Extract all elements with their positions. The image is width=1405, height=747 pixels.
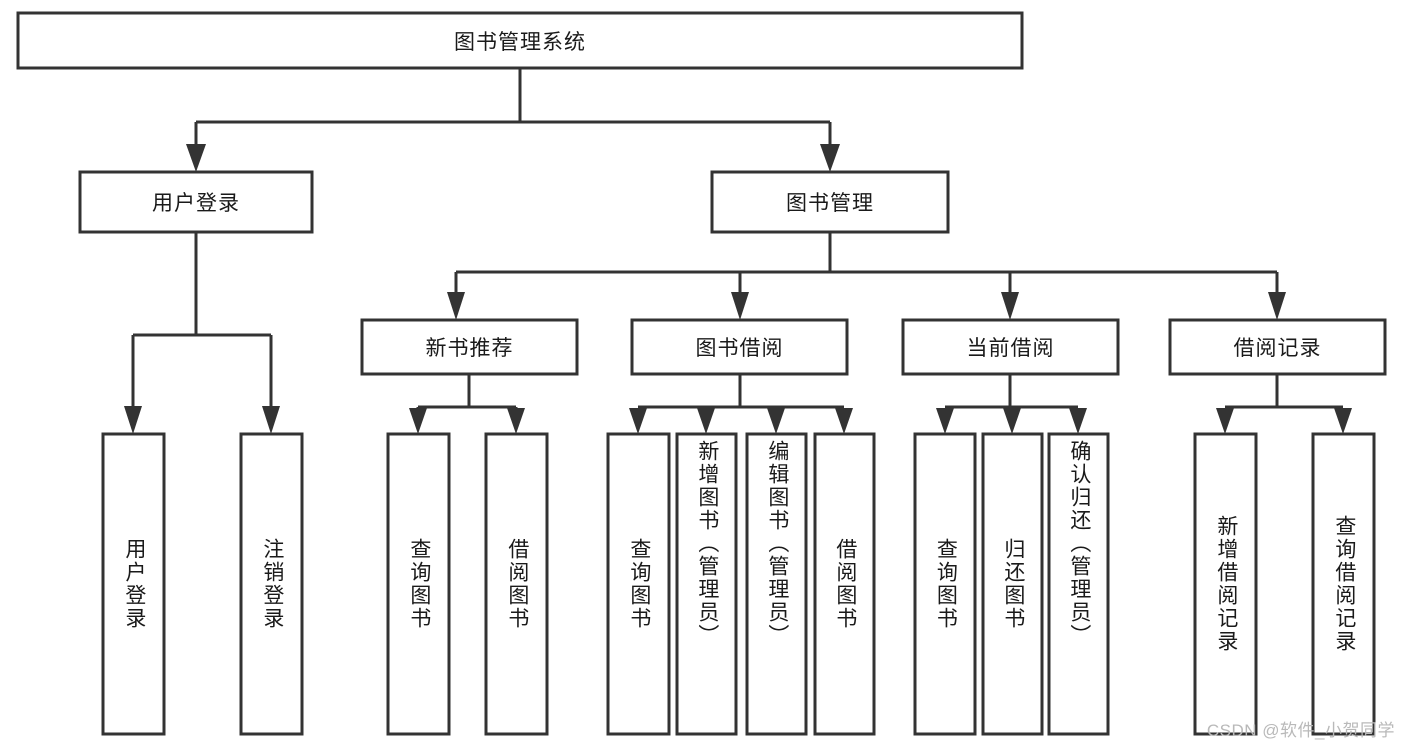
node-box-leaf-query-book-3[interactable]: [913, 432, 977, 736]
arrowhead-book-borrow: [731, 292, 749, 320]
node-box-leaf-add-book[interactable]: [675, 432, 738, 736]
node-box-leaf-logout[interactable]: [239, 432, 304, 736]
arrowhead-leaf-query-record: [1334, 408, 1352, 434]
node-box-user-login[interactable]: [78, 170, 314, 234]
arrowhead-leaf-borrow-book-1: [507, 408, 525, 434]
arrowhead-borrow-record: [1268, 292, 1286, 320]
connector-group-root: [186, 68, 840, 172]
arrowhead-new-book-rec: [447, 292, 465, 320]
node-box-leaf-query-book-2[interactable]: [606, 432, 671, 736]
arrowhead-leaf-logout: [262, 406, 280, 434]
node-box-borrow-record[interactable]: [1168, 318, 1387, 376]
arrowhead-leaf-borrow-book-2: [835, 408, 853, 434]
node-box-leaf-query-record[interactable]: [1311, 432, 1376, 736]
arrowhead-leaf-edit-book: [767, 408, 785, 434]
connector-group-book-borrow: [629, 374, 853, 434]
arrowhead-leaf-query-book-3: [936, 408, 954, 434]
arrowhead-leaf-add-book: [697, 408, 715, 434]
connector-group-borrow-record: [1216, 374, 1352, 434]
node-box-book-manage[interactable]: [710, 170, 950, 234]
node-box-leaf-user-login[interactable]: [101, 432, 166, 736]
arrowhead-leaf-return-book: [1003, 408, 1021, 434]
node-box-leaf-borrow-book-1[interactable]: [484, 432, 549, 736]
node-box-current-borrow[interactable]: [901, 318, 1120, 376]
node-box-leaf-query-book-1[interactable]: [386, 432, 451, 736]
node-box-leaf-edit-book[interactable]: [745, 432, 808, 736]
arrowhead-leaf-user-login: [124, 406, 142, 434]
arrowhead-user-login: [186, 144, 206, 172]
arrowhead-leaf-query-book-1: [409, 408, 427, 434]
connector-group-current-borrow: [936, 374, 1087, 434]
node-box-book-borrow[interactable]: [630, 318, 849, 376]
connector-group-book-manage: [447, 232, 1286, 320]
node-box-leaf-confirm-return[interactable]: [1047, 432, 1110, 736]
connector-group-new-book-rec: [409, 374, 525, 434]
arrowhead-leaf-add-record: [1216, 408, 1234, 434]
node-box-new-book-rec[interactable]: [360, 318, 579, 376]
node-box-leaf-borrow-book-2[interactable]: [813, 432, 876, 736]
arrowhead-current-borrow: [1001, 292, 1019, 320]
connector-group-user-login: [124, 232, 280, 434]
arrowhead-leaf-confirm-return: [1069, 408, 1087, 434]
node-box-root[interactable]: [16, 11, 1024, 70]
arrowhead-book-manage: [820, 144, 840, 172]
node-box-leaf-add-record[interactable]: [1193, 432, 1258, 736]
arrowhead-leaf-query-book-2: [629, 408, 647, 434]
csdn-watermark: CSDN @软件_小贺同学: [1206, 721, 1395, 740]
node-box-leaf-return-book[interactable]: [981, 432, 1044, 736]
